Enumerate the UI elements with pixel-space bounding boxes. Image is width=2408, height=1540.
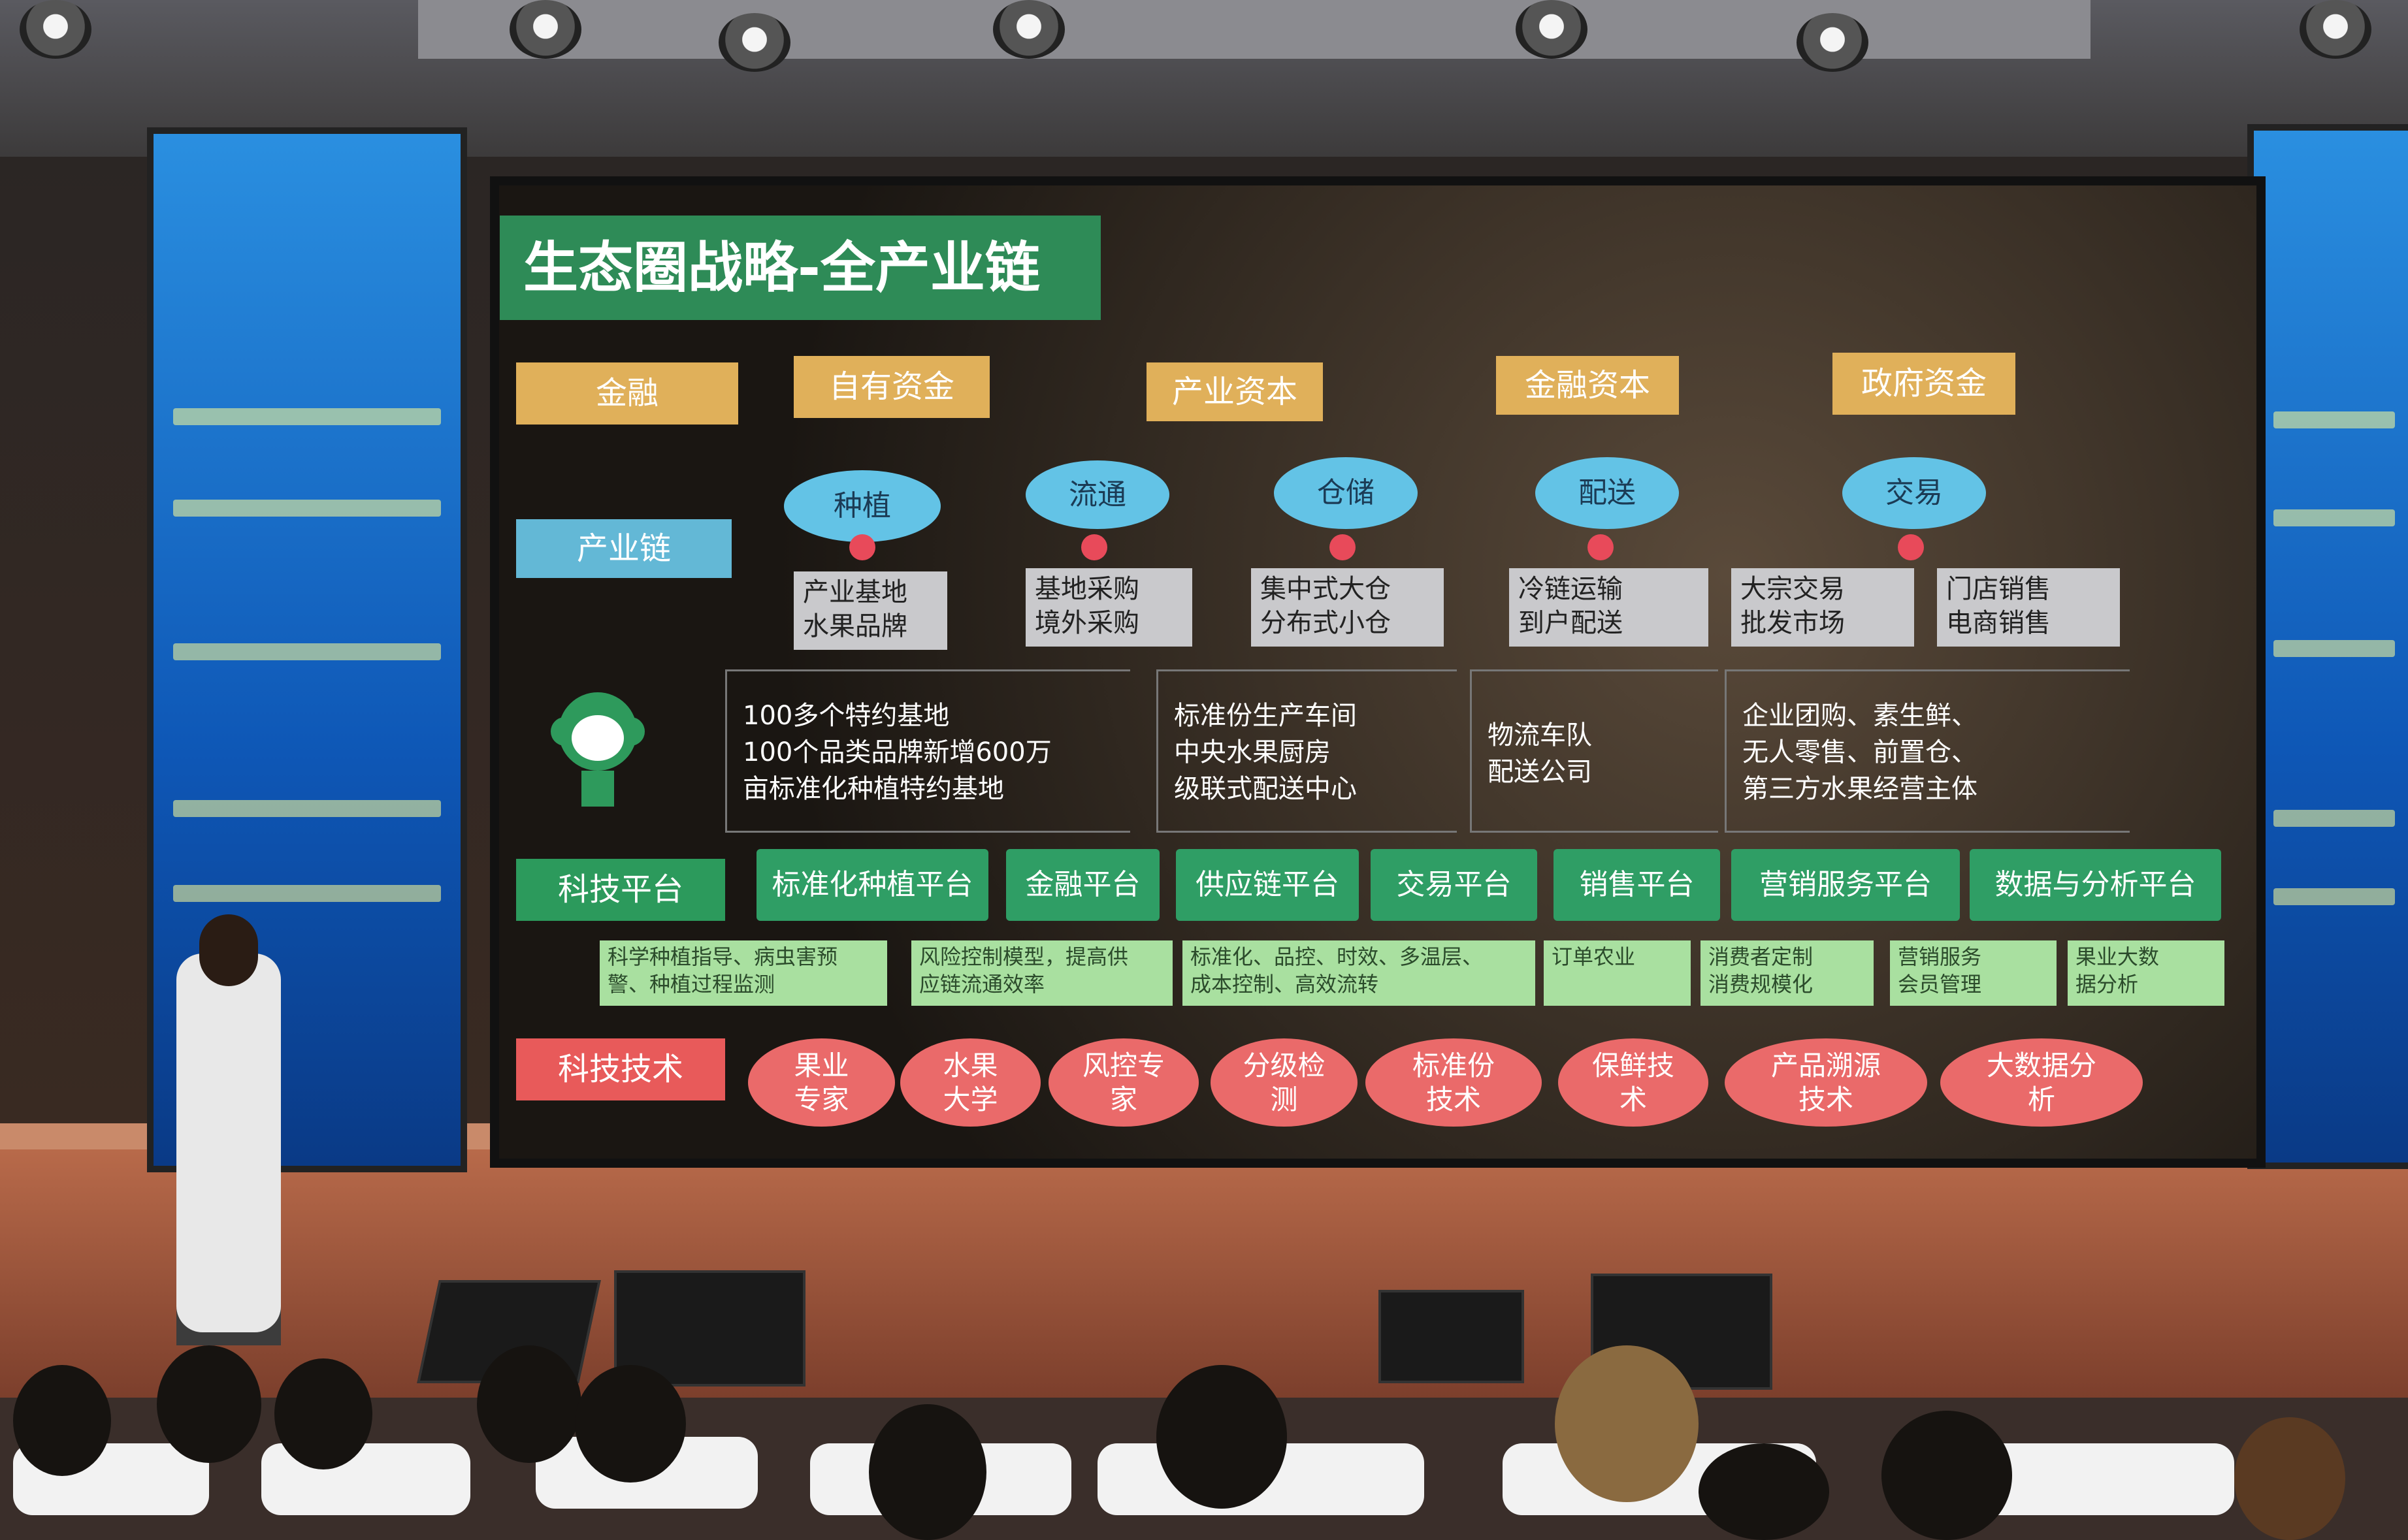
platform-item: 金融平台 [1006,849,1160,921]
chain-dot [1329,534,1356,560]
audience-head [1555,1345,1699,1502]
speaker [176,954,281,1332]
audience-head [869,1404,986,1540]
finance-source: 政府资金 [1832,353,2015,415]
chain-highlight: 企业团购、素生鲜、 无人零售、前置仓、 第三方水果经营主体 [1725,669,2130,833]
platform-description: 科学种植指导、病虫害预 警、种植过程监测 [600,940,887,1006]
platform-label: 科技平台 [516,859,725,921]
chain-detail: 门店销售 电商销售 [1937,568,2120,647]
platform-item: 供应链平台 [1176,849,1359,921]
chain-highlight: 物流车队 配送公司 [1470,669,1718,833]
chain-detail: 产业基地 水果品牌 [794,571,947,650]
monkey-mascot-icon [551,692,645,807]
platform-item: 数据与分析平台 [1970,849,2221,921]
tech-item: 标准份 技术 [1365,1038,1542,1127]
chain-highlight: 标准份生产车间 中央水果厨房 级联式配送中心 [1156,669,1457,833]
tech-label: 科技技术 [516,1038,725,1100]
chain-detail: 冷链运输 到户配送 [1509,568,1708,647]
chain-detail: 基地采购 境外采购 [1026,568,1192,647]
slide-title: 生态圈战略-全产业链 [500,216,1101,320]
chain-detail: 集中式大仓 分布式小仓 [1251,568,1444,647]
stage-front [0,1149,2408,1398]
platform-description: 风险控制模型，提高供 应链流通效率 [911,940,1173,1006]
chain-stage: 交易 [1842,457,1986,529]
audience-head [2234,1417,2345,1540]
chain-stage: 流通 [1026,460,1169,529]
stage-light-icon [510,0,581,59]
audience-head [1156,1365,1287,1509]
right-side-screen [2247,124,2408,1169]
chain-highlight: 100多个特约基地 100个品类品牌新增600万 亩标准化种植特约基地 [725,669,1130,833]
chain-detail: 大宗交易 批发市场 [1731,568,1914,647]
platform-item: 营销服务平台 [1731,849,1960,921]
audience-head [1881,1411,2012,1540]
platform-description: 营销服务 会员管理 [1890,940,2057,1006]
audience-head [575,1365,686,1483]
audience-head [157,1345,261,1463]
stage-light-icon [2300,0,2371,59]
tech-item: 水果 大学 [900,1038,1041,1127]
finance-source: 金融资本 [1496,356,1679,415]
chain-stage: 仓储 [1274,457,1418,529]
chain-stage: 种植 [784,470,941,542]
stage-light-icon [719,13,790,72]
platform-description: 果业大数 据分析 [2068,940,2224,1006]
platform-description: 消费者定制 消费规模化 [1700,940,1874,1006]
finance-source: 自有资金 [794,356,990,418]
chain-stage: 配送 [1535,457,1679,529]
stage-light-icon [993,0,1065,59]
chain-dot [1898,534,1924,560]
stage-light-icon [1797,13,1868,72]
speaker-head [199,914,258,986]
stage-light-icon [20,0,91,59]
platform-item: 销售平台 [1554,849,1720,921]
stage-monitor [1378,1290,1524,1383]
platform-item: 标准化种植平台 [757,849,988,921]
audience-head [477,1345,581,1463]
audience-head [13,1365,111,1476]
platform-item: 交易平台 [1371,849,1537,921]
tech-item: 分级检 测 [1211,1038,1358,1127]
chain-label: 产业链 [516,519,732,578]
platform-description: 订单农业 [1544,940,1691,1006]
tech-item: 产品溯源 技术 [1725,1038,1927,1127]
tech-item: 风控专 家 [1049,1038,1199,1127]
finance-label: 金融 [516,362,738,425]
chain-dot [1587,534,1614,560]
chain-dot [1081,534,1107,560]
platform-description: 标准化、品控、时效、多温层、 成本控制、高效流转 [1182,940,1535,1006]
tech-item: 大数据分 析 [1940,1038,2143,1127]
tech-item: 果业 专家 [748,1038,895,1127]
stage-light-icon [1516,0,1587,59]
tech-item: 保鲜技 术 [1558,1038,1708,1127]
audience-head [1699,1443,1829,1540]
audience-head [274,1358,372,1469]
finance-source: 产业资本 [1147,362,1323,421]
chain-dot [849,534,875,560]
